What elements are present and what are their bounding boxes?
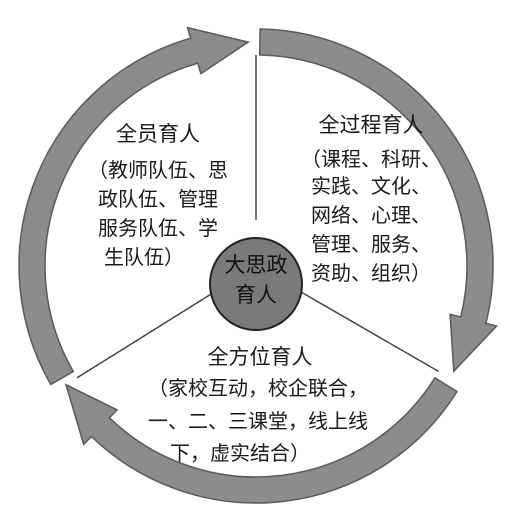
- left-section-line-1: （教师队伍、思: [88, 158, 228, 182]
- right-section-line-4: 管理、服务、: [311, 232, 431, 256]
- bottom-section-line-1: （家校互动，校企联合，: [148, 376, 368, 400]
- right-section-line-5: 资助、组织）: [311, 261, 431, 285]
- right-section-line-3: 网络、心理、: [311, 203, 431, 227]
- left-section-title: 全员育人: [116, 122, 200, 146]
- center-label-line-1: 大思政: [225, 253, 288, 277]
- bottom-section-line-2: 一、二、三课堂，线上线: [148, 409, 368, 433]
- ring-arrow-bottom: [64, 376, 459, 504]
- ring-arrow-left: [18, 26, 251, 386]
- right-section-title: 全过程育人: [319, 113, 424, 137]
- right-section-line-1: （课程、科研、: [301, 147, 441, 171]
- left-section-line-2: 政队伍、管理: [98, 187, 218, 211]
- divider-lower-right: [295, 288, 440, 373]
- center-hub: [209, 237, 303, 331]
- center-label-line-2: 育人: [235, 283, 277, 307]
- ring-arrow-right: [258, 28, 499, 373]
- bottom-section-title: 全方位育人: [208, 345, 313, 369]
- left-section-line-4: 生队伍）: [104, 245, 184, 269]
- divider-lower-left: [76, 289, 218, 379]
- bottom-section-line-3: 下，虚实结合）: [170, 441, 310, 465]
- right-section-line-2: 实践、文化、: [311, 174, 431, 198]
- left-section-line-3: 服务队伍、学: [98, 216, 218, 240]
